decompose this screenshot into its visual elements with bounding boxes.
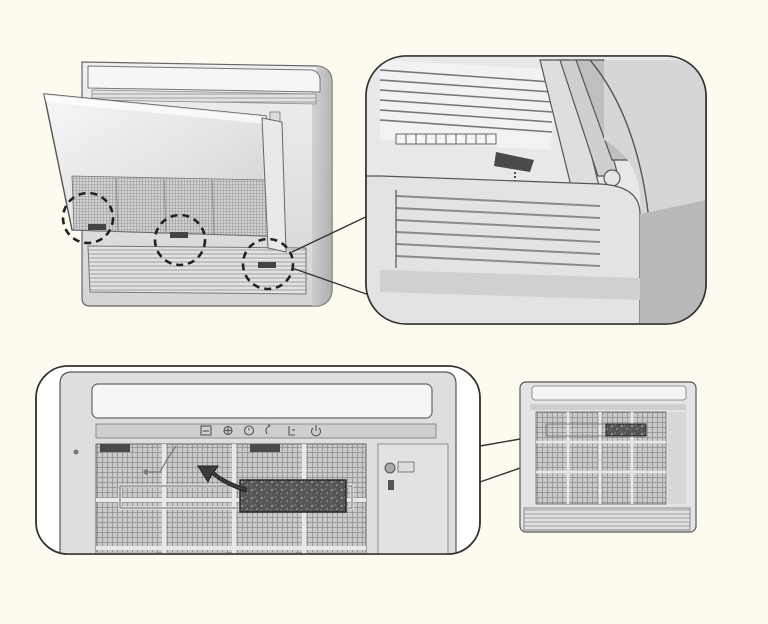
zoom-connector-top [291,213,373,297]
swing-icon [265,423,271,435]
zoom-detail-clip [365,55,707,325]
control-panel-icons [200,423,322,437]
callout-circle-left [61,191,115,245]
filter-location-marker [605,423,647,437]
sleep-icon [288,426,295,436]
unit-front-view [519,381,697,533]
unit-opened-grille [43,61,333,307]
deodorizing-filter [239,479,347,513]
fan-icon [223,425,233,436]
power-icon [310,425,322,437]
filter-install-detail [35,365,481,555]
timer-icon [243,425,255,436]
callout-circle-right [241,237,295,291]
air-filter-icon [200,425,212,436]
insert-arrow-icon [197,465,247,493]
callout-circle-center [153,213,207,267]
